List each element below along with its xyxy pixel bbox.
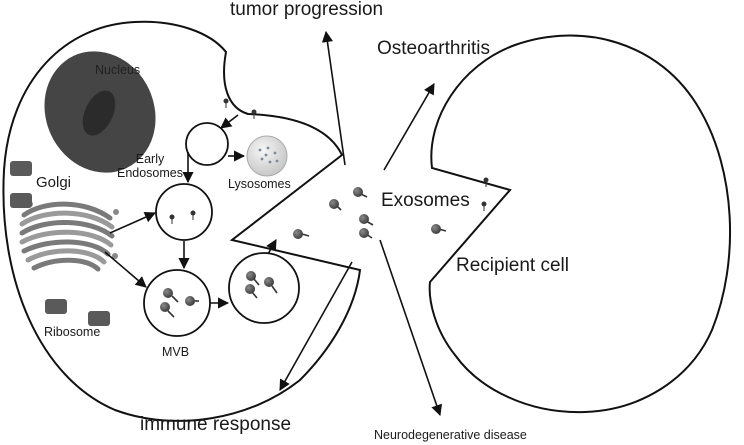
label-early-endosomes: Early Endosomes bbox=[116, 152, 183, 181]
surface-markers bbox=[169, 98, 489, 224]
label-golgi: Golgi bbox=[36, 174, 72, 191]
early-endosome-large bbox=[155, 183, 213, 241]
effect-arrows bbox=[279, 30, 443, 417]
exosome-vesicles bbox=[160, 187, 447, 318]
nucleus-icon bbox=[44, 51, 156, 173]
label-exosomes: Exosomes bbox=[381, 190, 470, 211]
pathway-arrows bbox=[104, 114, 277, 309]
label-lysosomes: Lysosomes bbox=[228, 177, 291, 191]
donor-cell-outline bbox=[2, 20, 362, 422]
recipient-cell-outline bbox=[428, 34, 732, 414]
label-neurodegenerative-disease: Neurodegenerative disease bbox=[374, 428, 527, 442]
label-ribosome: Ribosome bbox=[44, 325, 101, 339]
label-osteoarthritis: Osteoarthritis bbox=[377, 38, 490, 59]
fusing-mvb-circle bbox=[228, 252, 300, 324]
label-immune-response: immune response bbox=[140, 414, 292, 435]
label-tumor-progression: tumor progression bbox=[230, 0, 384, 20]
ribosome-icon bbox=[10, 161, 110, 326]
golgi-icon bbox=[19, 201, 119, 272]
early-endosome-small bbox=[185, 122, 229, 166]
label-nucleus: Nucleus bbox=[95, 63, 141, 77]
label-mvb: MVB bbox=[162, 345, 190, 359]
lysosome-icon bbox=[246, 135, 288, 177]
mvb-circle bbox=[143, 269, 211, 337]
label-recipient-cell: Recipient cell bbox=[456, 255, 569, 276]
